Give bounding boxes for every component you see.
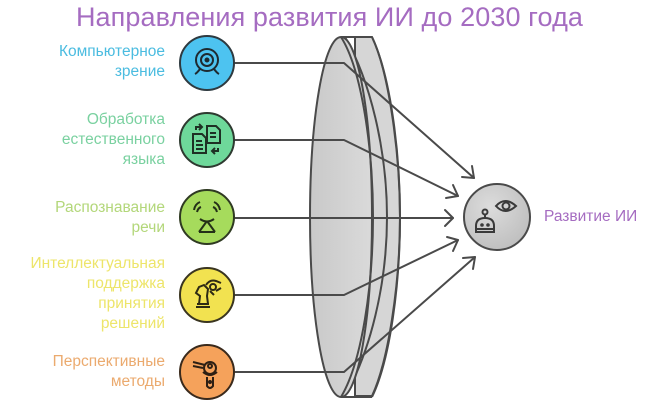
connector-4	[233, 239, 459, 296]
source-perspective-methods	[179, 344, 235, 400]
label-line: поддержка	[86, 275, 165, 292]
label-line: Перспективные	[52, 353, 165, 370]
label-nlp: Обработка естественного языка	[0, 110, 165, 170]
arrowhead-5	[462, 256, 476, 270]
source-nlp	[179, 112, 235, 168]
speech-face-icon	[193, 201, 221, 233]
connector-5	[233, 256, 476, 373]
arrowhead-3	[444, 209, 454, 227]
label-line: естественного	[61, 131, 165, 148]
label-line: зрение	[114, 63, 165, 80]
label-decision-support: Интеллектуальная поддержка принятия реше…	[0, 254, 165, 334]
connector-2	[233, 139, 459, 197]
diagram-title: Направления развития ИИ до 2030 года	[75, 2, 584, 32]
arrowhead-1	[461, 165, 475, 179]
label-line: Обработка	[86, 111, 165, 128]
label-line: языка	[122, 151, 165, 168]
label-computer-vision: Компьютерное зрение	[0, 42, 165, 82]
target-ai-development	[463, 183, 531, 251]
label-line: методы	[110, 373, 165, 390]
label-perspective-methods: Перспективные методы	[0, 352, 165, 392]
webcam-icon	[194, 48, 220, 75]
eye-icon	[494, 200, 518, 212]
label-line: речи	[131, 219, 165, 236]
connector-1	[233, 62, 475, 179]
document-swap-icon	[192, 123, 221, 155]
chess-knight-robot-arm-icon	[194, 279, 222, 308]
label-line: Распознавание	[55, 199, 165, 216]
arrowhead-2	[445, 184, 459, 199]
label-line: Интеллектуальная	[30, 255, 165, 272]
target-label: Развитие ИИ	[544, 208, 638, 225]
label-speech-recognition: Распознавание речи	[0, 198, 165, 238]
connectors	[233, 62, 476, 373]
robot-hand-flask-icon	[192, 361, 218, 389]
label-line: Компьютерное	[58, 43, 165, 60]
source-speech-recognition	[179, 189, 235, 245]
label-line: решений	[100, 315, 165, 332]
arrowhead-4	[446, 236, 459, 252]
source-decision-support	[179, 267, 235, 323]
label-line: принятия	[98, 295, 165, 312]
source-computer-vision	[179, 35, 235, 91]
eye-robot-icon	[475, 200, 518, 233]
